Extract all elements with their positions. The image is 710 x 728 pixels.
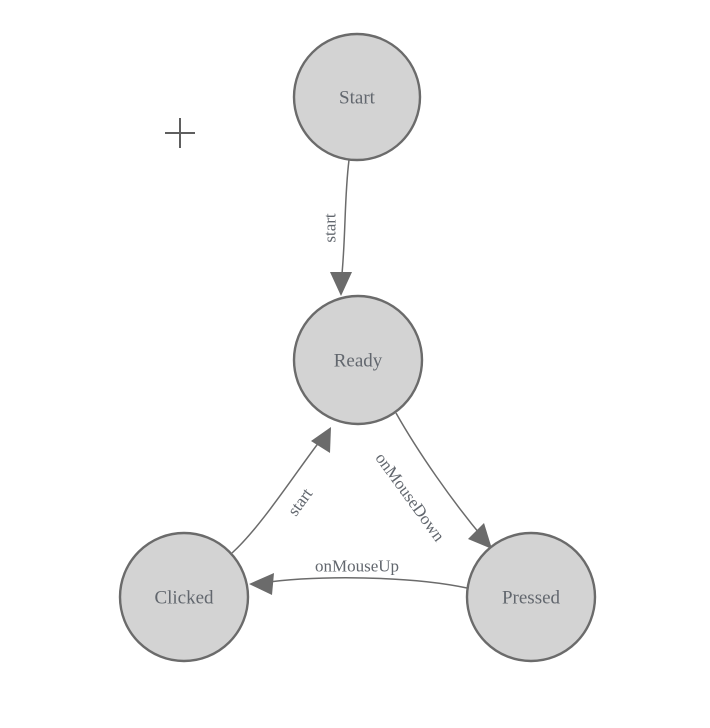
node-pressed[interactable]: Pressed: [465, 531, 597, 663]
node-label: Ready: [334, 351, 383, 372]
node-clicked[interactable]: Clicked: [118, 531, 250, 663]
edge-start-to-ready[interactable]: start: [321, 159, 353, 296]
edge-line: [231, 436, 324, 554]
edge-arrowhead: [311, 427, 331, 453]
edge-ready-to-pressed[interactable]: onMouseDown: [372, 412, 492, 549]
edge-clicked-to-ready[interactable]: start: [231, 427, 331, 554]
plus-crosshair-icon: [165, 118, 195, 148]
edge-label-start: start: [284, 484, 317, 519]
node-label: Clicked: [154, 588, 214, 609]
edge-line: [261, 577, 468, 589]
node-ready[interactable]: Ready: [292, 294, 424, 426]
node-label: Pressed: [502, 588, 561, 609]
node-start[interactable]: Start: [292, 32, 422, 162]
node-shape: [118, 531, 250, 663]
edge-arrowhead: [468, 523, 492, 549]
node-shape: [465, 531, 597, 663]
edge-label-onmousedown: onMouseDown: [372, 449, 449, 545]
node-shape: [292, 294, 424, 426]
node-shape: [292, 32, 422, 162]
node-label: Start: [339, 88, 376, 109]
edge-arrowhead: [330, 272, 352, 296]
edge-pressed-to-clicked[interactable]: onMouseUp: [249, 557, 468, 596]
edge-label-onmouseup: onMouseUp: [315, 557, 399, 576]
edge-line: [395, 412, 485, 540]
edge-line: [340, 159, 350, 285]
edge-label-start: start: [321, 213, 340, 243]
edge-arrowhead: [249, 573, 274, 595]
